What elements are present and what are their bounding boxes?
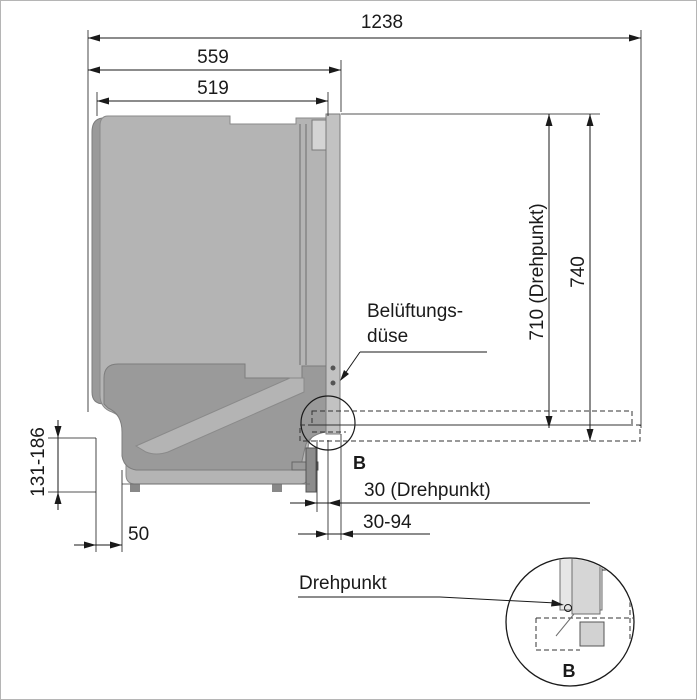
vent-nozzle-dot — [330, 380, 336, 386]
vent-nozzle-label-2: düse — [367, 326, 408, 347]
dim-height-710 — [545, 114, 553, 428]
vent-callout — [340, 351, 487, 381]
dim-height-740 — [586, 114, 594, 441]
dim-range-30-94 — [298, 530, 430, 538]
foot-rear — [130, 484, 140, 492]
pivot-rod — [291, 461, 319, 471]
dim-pivot-offset — [290, 434, 590, 540]
width-559-label: 559 — [197, 47, 229, 68]
offset-50-label: 50 — [128, 524, 149, 545]
dim-foot-range — [48, 420, 96, 510]
adjust-foot — [305, 447, 317, 493]
detail-b-marker: B — [353, 453, 366, 473]
detail-b-view — [505, 557, 635, 687]
dim-width-559 — [88, 60, 342, 112]
dim-width-519 — [96, 92, 329, 116]
drain-chute — [134, 377, 305, 455]
pivot-offset-label: 30 (Drehpunkt) — [364, 480, 491, 501]
vent-nozzle-label-1: Belüftungs- — [367, 301, 463, 322]
overall-width-label: 1238 — [361, 12, 403, 33]
dim-offset-50 — [74, 438, 123, 552]
height-pivot-label: 710 (Drehpunkt) — [527, 203, 548, 340]
height-740-label: 740 — [568, 256, 589, 288]
door-hinge-top — [311, 119, 327, 151]
dim-overall-width — [87, 30, 642, 428]
door-open-outline — [299, 410, 641, 442]
foot-range-label: 131-186 — [28, 427, 49, 497]
pivot-label: Drehpunkt — [299, 573, 387, 594]
vent-nozzle-dot — [330, 365, 336, 371]
door-panel — [325, 113, 341, 435]
range-30-94-label: 30-94 — [363, 512, 412, 533]
width-519-label: 519 — [197, 78, 229, 99]
pivot-callout — [298, 596, 564, 607]
foot-front — [272, 484, 282, 492]
detail-b-caption: B — [563, 661, 576, 681]
appliance-side-view — [91, 113, 341, 493]
